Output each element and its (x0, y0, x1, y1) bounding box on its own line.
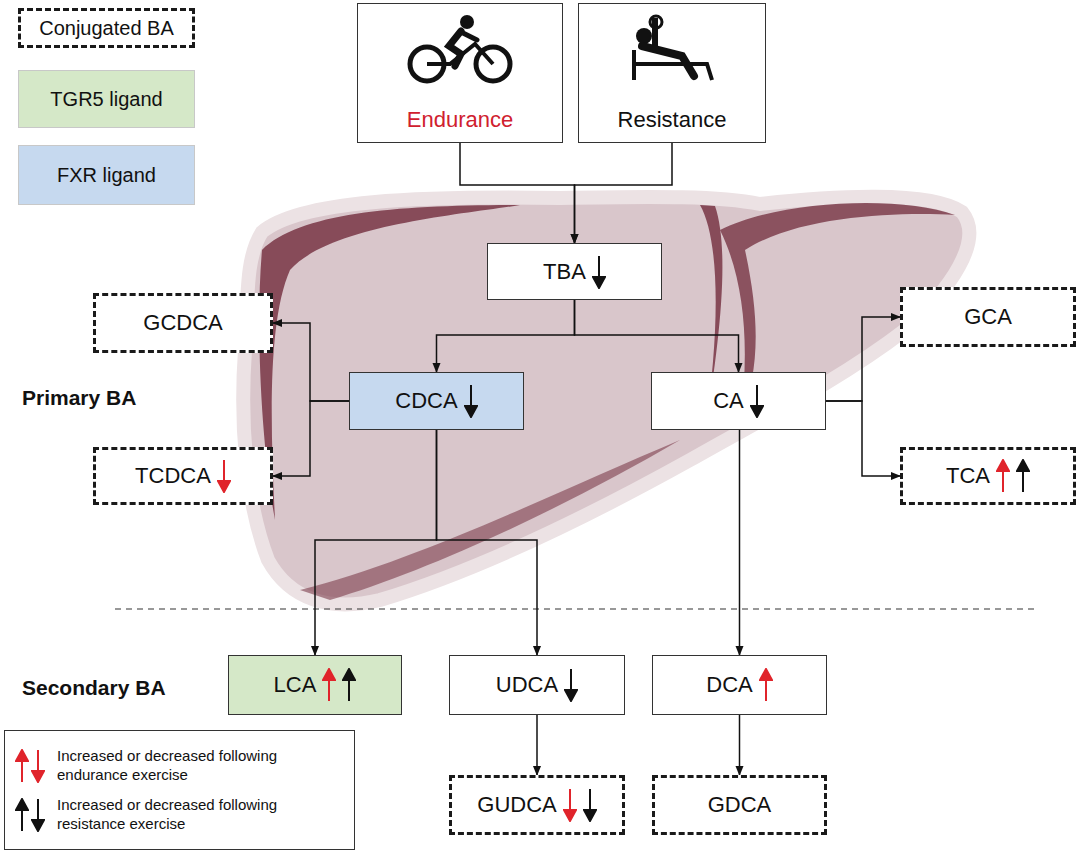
connector-arrow (739, 430, 741, 655)
legend-text: Conjugated BA (39, 17, 174, 40)
decrease-arrow (563, 788, 577, 822)
divider-line (115, 608, 1035, 609)
decrease-arrow (217, 459, 231, 493)
connector-arrow (575, 143, 673, 243)
legend-box: Increased or decreased following enduran… (4, 730, 355, 850)
node-label: Endurance (407, 107, 513, 133)
decrease-arrow (750, 384, 764, 418)
connector-arrow (826, 317, 900, 401)
legend-swatch: FXR ligand (18, 145, 195, 205)
conjugated-ba-box: GUDCA (449, 775, 625, 835)
node-label: UDCA (496, 672, 558, 698)
bile-acid-box: UDCA (449, 655, 625, 715)
legend-text: FXR ligand (57, 164, 156, 187)
icon (405, 14, 515, 88)
conjugated-ba-box: TCDCA (93, 447, 273, 505)
connector-arrow (826, 401, 900, 476)
cyclist-icon (405, 14, 515, 84)
connector-arrow (536, 715, 538, 775)
node-label: TCA (946, 463, 990, 489)
connector-arrow (315, 430, 437, 655)
conjugated-ba-box: TCA (900, 447, 1076, 505)
legend-arrows (13, 798, 57, 832)
liver-band (300, 440, 680, 600)
liver-outline (243, 197, 969, 605)
decrease-arrow (31, 749, 45, 783)
decrease-arrow (583, 788, 597, 822)
connector-arrow (273, 323, 349, 401)
connector-arrow (460, 143, 575, 243)
exercise-box: Resistance (578, 3, 766, 143)
increase-arrow (322, 668, 336, 702)
connector-arrow (437, 430, 538, 655)
bile-acid-box: CDCA (349, 372, 524, 430)
node-label: DCA (706, 672, 752, 698)
legend-swatch: TGR5 ligand (18, 70, 195, 128)
decrease-arrow (31, 798, 45, 832)
icon (622, 14, 722, 88)
node-label: TCDCA (135, 463, 211, 489)
conjugated-ba-box: GCDCA (93, 293, 273, 353)
node-label: CA (713, 388, 744, 414)
increase-arrow (15, 798, 29, 832)
node-label: GCA (964, 304, 1012, 330)
conjugated-ba-box: GCA (900, 287, 1076, 347)
conjugated-ba-box: GDCA (652, 775, 827, 835)
node-label: GDCA (708, 792, 772, 818)
increase-arrow (759, 668, 773, 702)
node-label: LCA (274, 672, 317, 698)
legend-arrows (13, 749, 57, 783)
increase-arrow (1016, 459, 1030, 493)
connector-arrow (437, 300, 575, 372)
weightlifter-icon (622, 14, 722, 84)
bile-acid-box: CA (651, 372, 826, 430)
legend-row: Increased or decreased following resista… (13, 796, 346, 834)
decrease-arrow (464, 384, 478, 418)
node-label: TBA (543, 259, 586, 285)
bile-acid-box: LCA (228, 655, 402, 715)
section-label: Secondary BA (22, 676, 166, 700)
decrease-arrow (564, 668, 578, 702)
connector-arrow (273, 401, 349, 476)
increase-arrow (15, 749, 29, 783)
legend-text: Increased or decreased following resista… (57, 796, 327, 834)
section-label: Primary BA (22, 386, 136, 410)
connector-arrow (739, 715, 741, 775)
exercise-box: Endurance (357, 3, 563, 143)
legend-row: Increased or decreased following enduran… (13, 747, 346, 785)
increase-arrow (996, 459, 1010, 493)
legend-text: TGR5 ligand (50, 88, 162, 111)
node-label: CDCA (395, 388, 457, 414)
bile-acid-box: DCA (652, 655, 827, 715)
node-label: GCDCA (143, 310, 222, 336)
decrease-arrow (592, 255, 606, 289)
legend-text: Increased or decreased following enduran… (57, 747, 327, 785)
legend-swatch: Conjugated BA (18, 8, 195, 48)
liver-band (259, 205, 520, 520)
connector-arrow (575, 300, 739, 372)
node-label: GUDCA (477, 792, 556, 818)
node-label: Resistance (618, 107, 727, 133)
bile-acid-box: TBA (487, 243, 662, 300)
increase-arrow (342, 668, 356, 702)
